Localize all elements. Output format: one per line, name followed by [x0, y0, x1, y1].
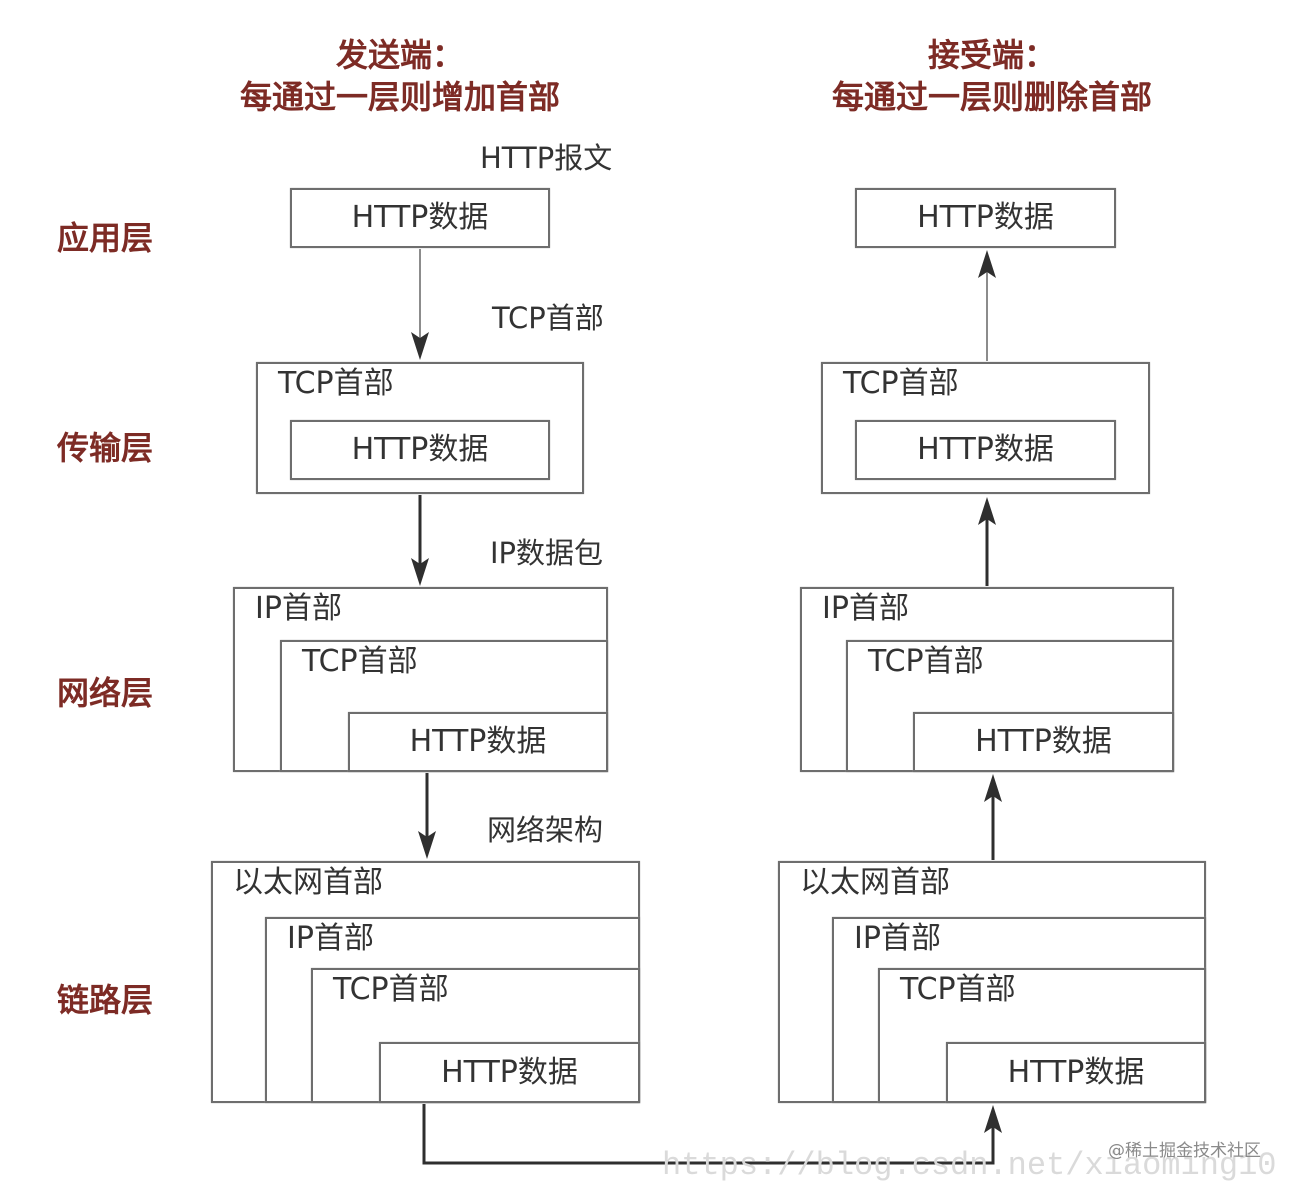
sender-link-frame-box: 以太网首部 IP首部 TCP首部 HTTP数据 — [211, 861, 640, 1103]
ethernet-header-label: 以太网首部 — [800, 865, 950, 900]
layer-label-application: 应用层 — [57, 219, 154, 257]
ip-header-label: IP首部 — [287, 921, 374, 956]
tcp-segment-box: TCP首部 HTTP数据 — [846, 640, 1174, 772]
layer-label-network: 网络层 — [57, 674, 154, 712]
receiver-heading: 接受端： 每通过一层则删除首部 — [792, 34, 1192, 118]
http-data-label: HTTP数据 — [917, 432, 1054, 467]
receiver-transport-segment-box: TCP首部 HTTP数据 — [821, 362, 1150, 494]
sender-subtitle: 每通过一层则增加首部 — [239, 78, 560, 116]
ethernet-header-label: 以太网首部 — [233, 865, 383, 900]
http-data-box: HTTP数据 — [855, 420, 1116, 480]
layer-label-transport: 传输层 — [57, 429, 154, 467]
tcp-segment-box: TCP首部 HTTP数据 — [280, 640, 608, 772]
http-data-label: HTTP数据 — [441, 1054, 578, 1090]
http-data-box: HTTP数据 — [348, 712, 608, 772]
tcp-header-label: TCP首部 — [900, 972, 1016, 1007]
http-data-label: HTTP数据 — [975, 724, 1112, 759]
http-data-label: HTTP数据 — [1007, 1054, 1145, 1090]
tcp-segment-box: TCP首部 HTTP数据 — [311, 968, 640, 1103]
receiver-network-packet-box: IP首部 TCP首部 HTTP数据 — [800, 587, 1174, 772]
tcp-segment-box: TCP首部 HTTP数据 — [878, 968, 1206, 1103]
ip-packet-box: IP首部 TCP首部 HTTP数据 — [832, 917, 1206, 1103]
http-data-label: HTTP数据 — [351, 200, 489, 235]
ip-header-label: IP首部 — [255, 591, 342, 626]
watermark-brand: @稀土掘金技术社区 — [1108, 1141, 1261, 1161]
receiver-application-http-data-box: HTTP数据 — [855, 188, 1116, 248]
receiver-link-frame-box: 以太网首部 IP首部 TCP首部 HTTP数据 — [778, 861, 1206, 1103]
tcp-header-label: TCP首部 — [278, 366, 394, 401]
arrow-head-down-icon — [411, 332, 429, 360]
tcp-header-label: TCP首部 — [302, 644, 418, 679]
unit-label-network-frame: 网络架构 — [487, 813, 604, 847]
http-data-box: HTTP数据 — [946, 1042, 1206, 1103]
http-data-box: HTTP数据 — [913, 712, 1174, 772]
ip-header-label: IP首部 — [822, 591, 909, 626]
unit-label-tcp-header: TCP首部 — [492, 301, 604, 335]
sender-title: 发送端： — [335, 36, 464, 74]
http-data-label: HTTP数据 — [917, 200, 1054, 235]
arrow-head-down-icon — [418, 831, 436, 859]
layer-label-link: 链路层 — [57, 981, 154, 1019]
ip-header-label: IP首部 — [854, 921, 941, 956]
unit-label-ip-packet: IP数据包 — [490, 536, 604, 570]
sender-application-http-data-box: HTTP数据 — [290, 188, 550, 248]
tcp-header-label: TCP首部 — [868, 644, 984, 679]
receiver-title: 接受端： — [927, 36, 1056, 74]
receiver-subtitle: 每通过一层则删除首部 — [831, 78, 1152, 116]
unit-label-http-message: HTTP报文 — [480, 141, 613, 175]
sender-heading: 发送端： 每通过一层则增加首部 — [200, 34, 600, 118]
http-data-box: HTTP数据 — [379, 1042, 640, 1103]
arrow-head-up-icon — [978, 497, 996, 525]
tcp-header-label: TCP首部 — [843, 366, 959, 401]
arrow-head-up-icon — [984, 1105, 1002, 1133]
sender-network-packet-box: IP首部 TCP首部 HTTP数据 — [233, 587, 608, 772]
ip-packet-box: IP首部 TCP首部 HTTP数据 — [265, 917, 640, 1103]
http-data-label: HTTP数据 — [409, 724, 547, 759]
arrow-head-up-icon — [978, 250, 996, 278]
http-data-box: HTTP数据 — [290, 420, 550, 480]
http-data-label: HTTP数据 — [351, 432, 489, 467]
arrow-head-down-icon — [411, 558, 429, 586]
sender-transport-segment-box: TCP首部 HTTP数据 — [256, 362, 584, 494]
arrow-head-up-icon — [984, 774, 1002, 802]
watermark-url: https://blog.csdn.net/xiaoming10 — [662, 1147, 1277, 1184]
tcp-header-label: TCP首部 — [333, 972, 449, 1007]
